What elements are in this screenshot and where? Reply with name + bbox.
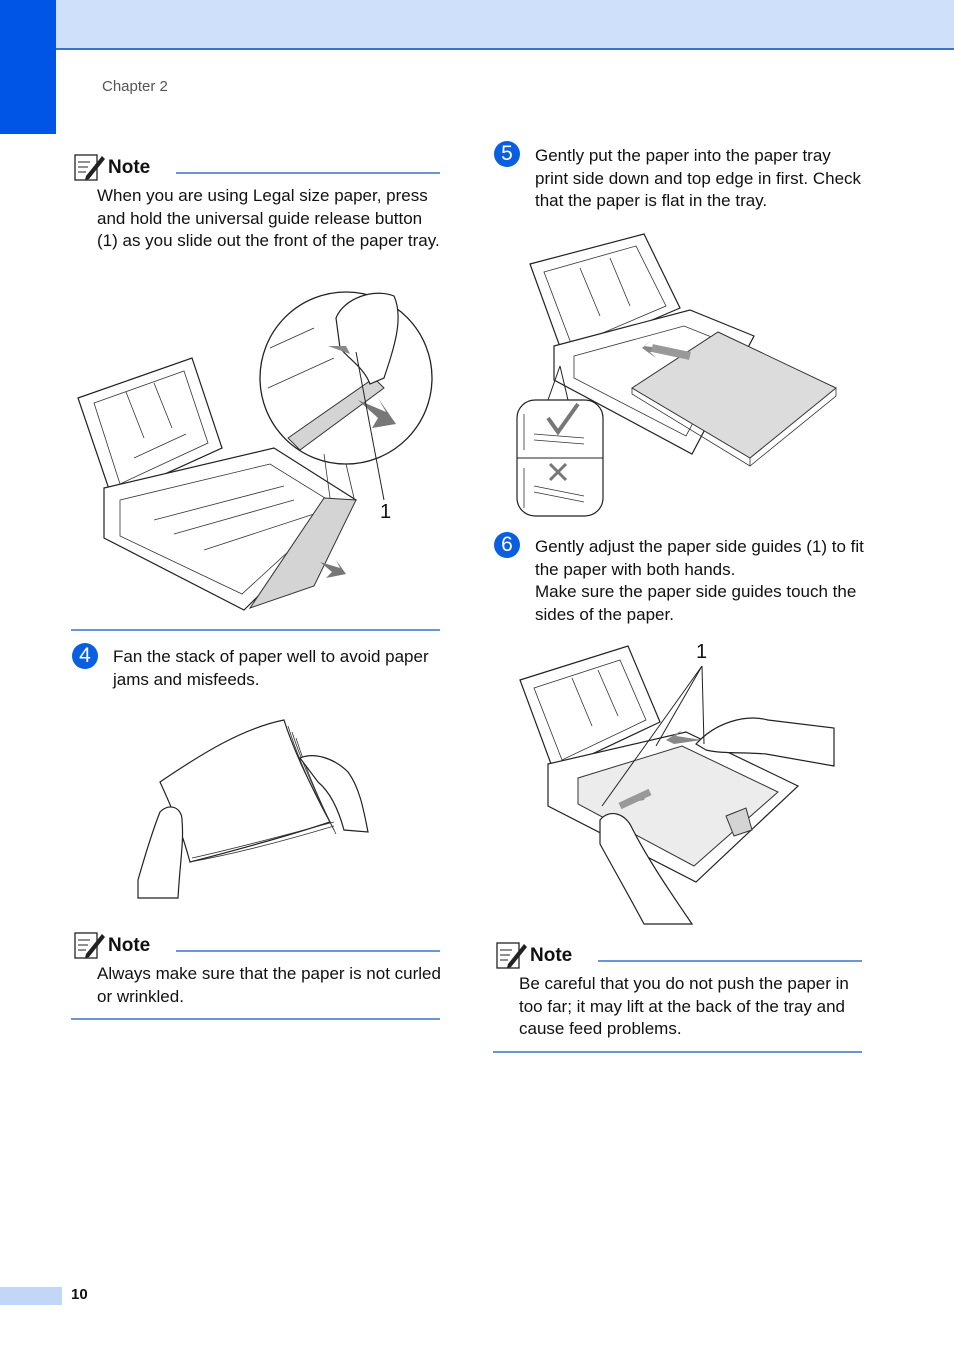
- chapter-tab: [0, 0, 56, 134]
- step-6-line-1: Gently adjust the paper side guides (1) …: [535, 537, 864, 579]
- check-mark-icon: [546, 402, 580, 436]
- callout-1: 1: [380, 501, 391, 523]
- step-6-text: Gently adjust the paper side guides (1) …: [535, 536, 865, 626]
- step-5-text: Gently put the paper into the paper tray…: [535, 146, 862, 210]
- note-title: Note: [108, 157, 151, 178]
- step-6-line-2: Make sure the paper side guides touch th…: [535, 582, 857, 624]
- note-heading: Note: [496, 940, 862, 970]
- note-title: Note: [108, 935, 151, 956]
- note-rule: [176, 950, 440, 952]
- note-rule: [176, 172, 440, 174]
- page-number: 10: [71, 1286, 88, 1303]
- note-rule: [598, 960, 862, 962]
- note-heading: Note: [74, 930, 440, 960]
- note-end-rule: [71, 1018, 440, 1020]
- callout-1: 1: [696, 641, 707, 663]
- adjust-guides-illustration: 1: [516, 636, 838, 926]
- step-4-text: Fan the stack of paper well to avoid pap…: [113, 647, 429, 689]
- note-title: Note: [530, 945, 573, 966]
- note-text: When you are using Legal size paper, pre…: [97, 186, 440, 250]
- note-pencil-icon: [74, 154, 105, 181]
- footer-tab: [0, 1287, 62, 1305]
- note-text: Always make sure that the paper is not c…: [97, 964, 441, 1006]
- insert-paper-illustration: [514, 228, 840, 520]
- note-end-rule: [493, 1051, 862, 1053]
- note-pencil-icon: [496, 942, 527, 969]
- header-band: [56, 0, 954, 50]
- section-rule: [71, 629, 440, 631]
- step-6-badge: 6: [494, 532, 520, 558]
- step-4-badge: 4: [72, 643, 98, 669]
- note-text: Be careful that you do not push the pape…: [519, 974, 849, 1038]
- fanning-paper-illustration: [134, 712, 384, 904]
- cross-mark-icon: [548, 462, 568, 482]
- chapter-label: Chapter 2: [102, 78, 168, 95]
- step-5-badge: 5: [494, 141, 520, 167]
- tray-release-illustration: 1: [74, 288, 436, 614]
- note-heading: Note: [74, 152, 440, 182]
- note-pencil-icon: [74, 932, 105, 959]
